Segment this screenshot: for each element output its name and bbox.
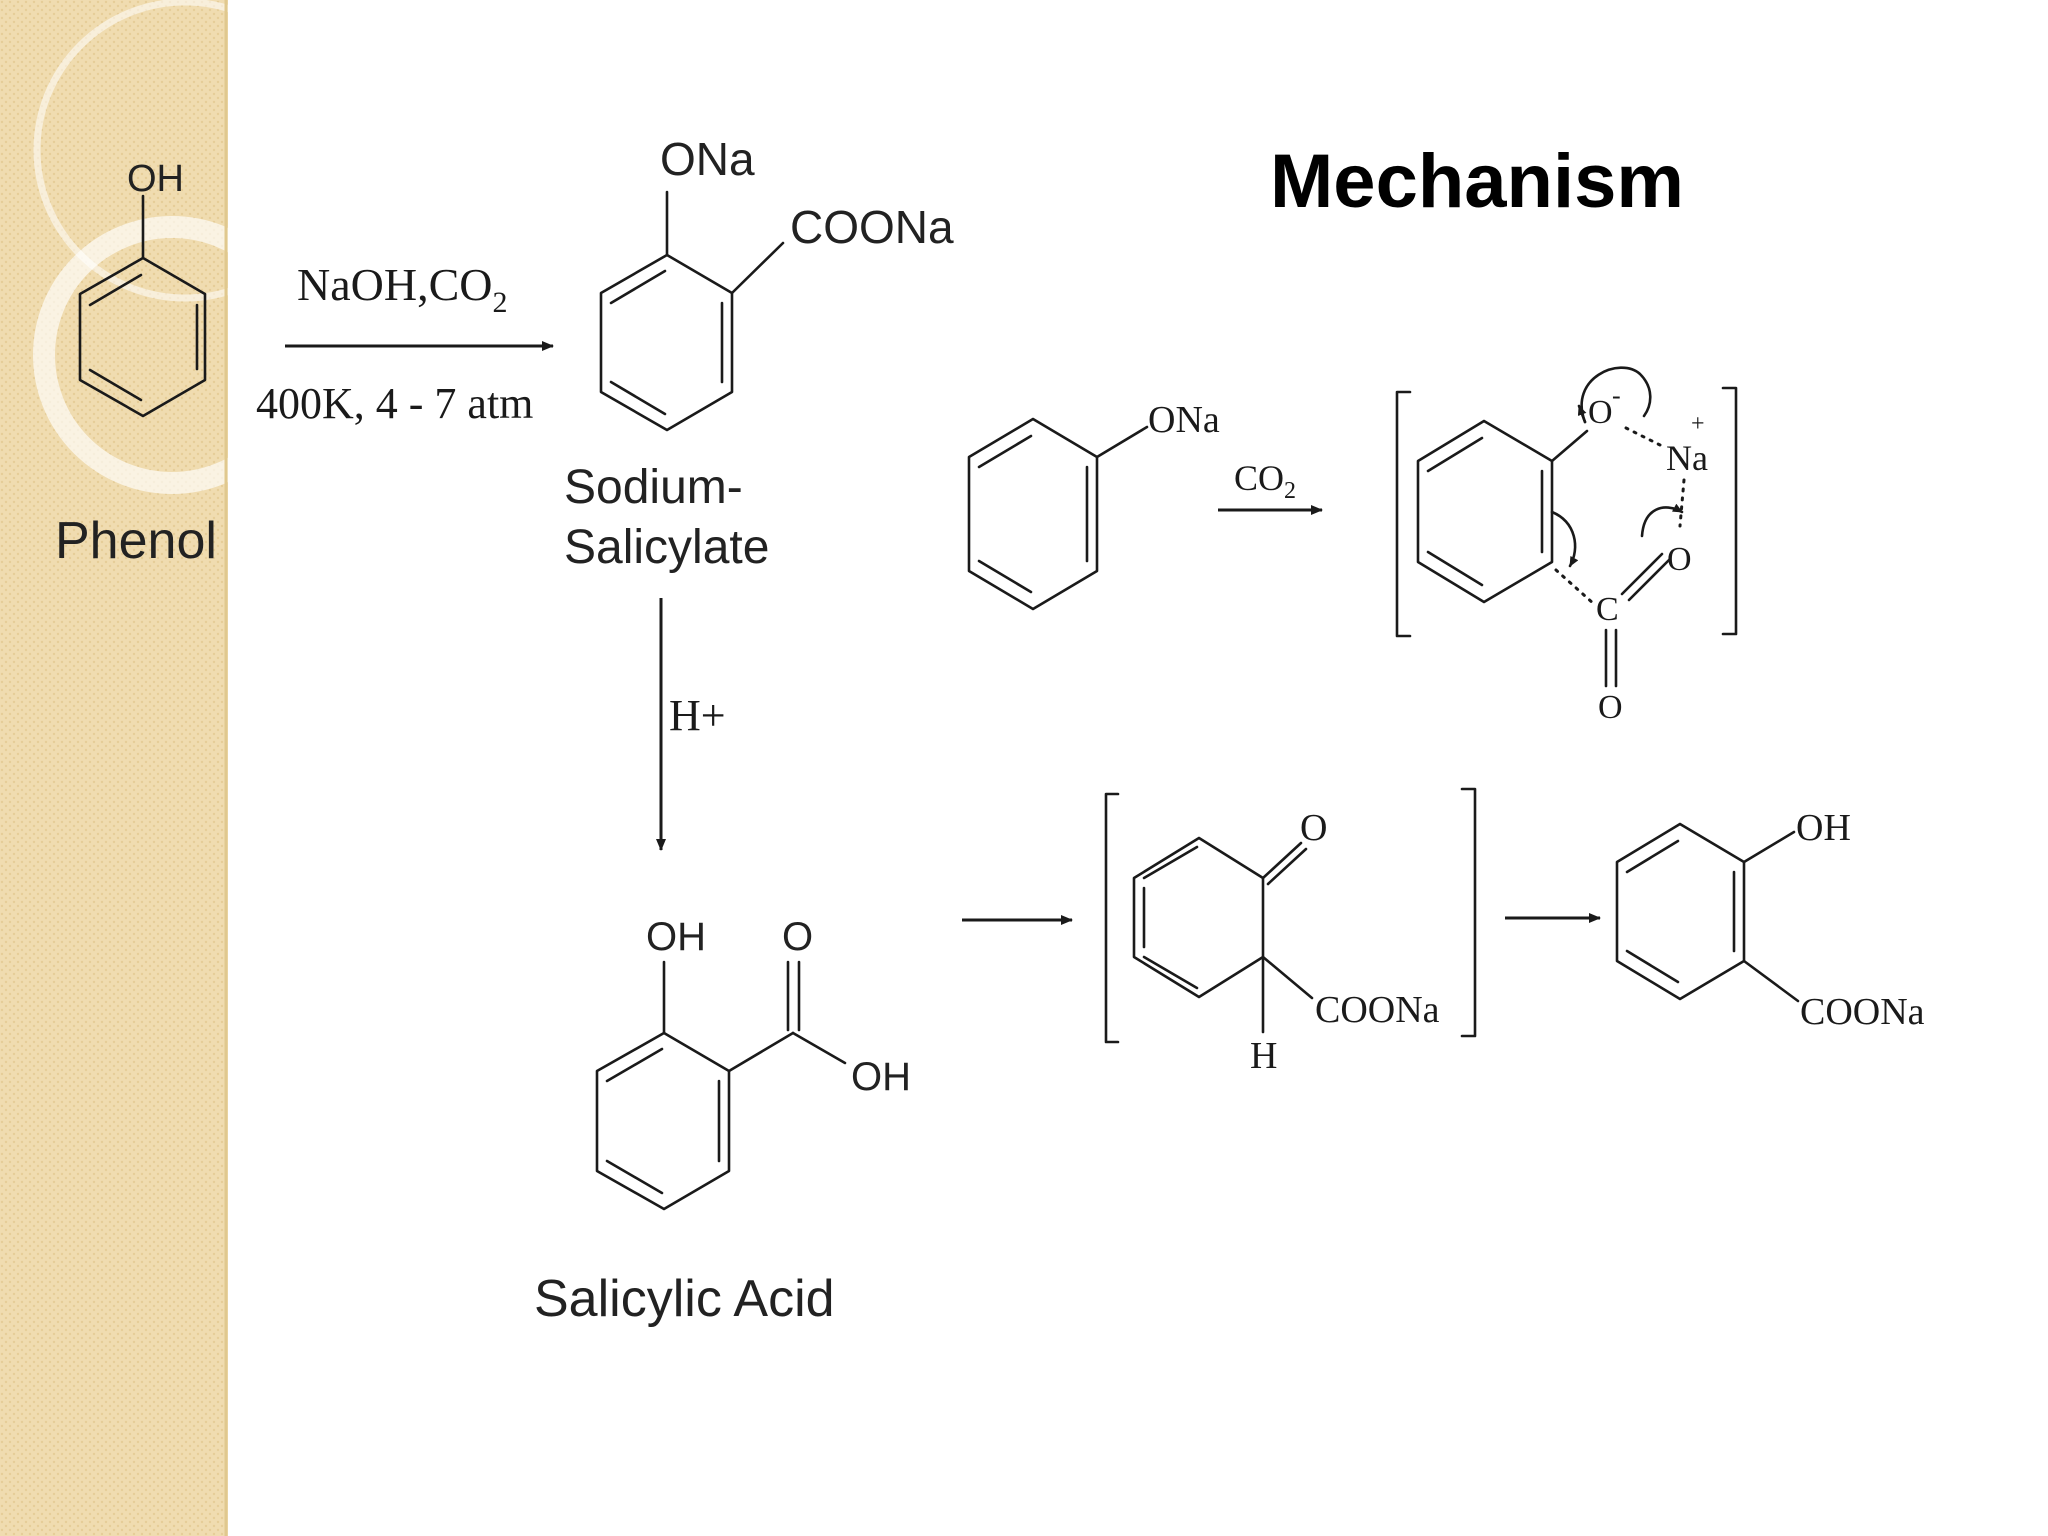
co2-arrow: CO2: [1218, 458, 1323, 515]
phenoxide-co2-complex: O - Na + O C O: [1395, 366, 1738, 726]
int2-h: H: [1250, 1035, 1277, 1077]
step1-arrow: NaOH,CO2 400K, 4 - 7 atm: [256, 259, 554, 428]
sodium-salicylate-structure: ONa COONa: [599, 133, 954, 432]
int1-o-minus: O: [1588, 394, 1613, 431]
int1-minus-charge: -: [1612, 381, 1621, 410]
salicylic-acid-oh2: OH: [851, 1055, 911, 1099]
phenol-oh-label: OH: [127, 158, 184, 200]
acid-reagent: H+: [669, 691, 726, 740]
sodium-salicylate-coona: COONa: [790, 201, 954, 253]
sodium-phenoxide-structure: ONa: [967, 399, 1220, 611]
int1-na: Na: [1666, 438, 1708, 478]
step1-conditions: 400K, 4 - 7 atm: [256, 379, 533, 428]
mechanism-product-structure: OH COONa: [1615, 807, 1925, 1033]
int1-o-right: O: [1667, 541, 1692, 578]
int2-coona: COONa: [1315, 989, 1440, 1031]
int1-o-bottom: O: [1598, 689, 1623, 726]
product-oh: OH: [1796, 807, 1851, 849]
phenoxide-ona-label: ONa: [1148, 399, 1220, 441]
sidebar-decoration: [0, 0, 337, 1536]
product-coona: COONa: [1800, 991, 1925, 1033]
step1-reagent: NaOH,CO2: [297, 259, 507, 319]
sodium-salicylate-name-line2: Salicylate: [564, 521, 769, 574]
salicylic-acid-carbonyl-o: O: [782, 915, 813, 959]
acidification-arrow: H+: [656, 598, 726, 851]
int2-o: O: [1300, 807, 1327, 849]
co2-label: CO2: [1234, 458, 1296, 504]
sodium-salicylate-ona: ONa: [660, 133, 755, 185]
sodium-salicylate-name-line1: Sodium-: [564, 461, 743, 514]
int1-plus-charge: +: [1691, 411, 1705, 437]
int1-c: C: [1596, 591, 1619, 628]
salicylic-acid-oh: OH: [646, 915, 706, 959]
salicylic-acid-name: Salicylic Acid: [534, 1270, 835, 1328]
slide-title: Mechanism: [1270, 139, 1684, 224]
phenol-structure: OH: [78, 158, 207, 418]
cyclohexadienone-intermediate: O COONa H: [1104, 787, 1477, 1077]
salicylic-acid-structure: OH O OH: [595, 915, 911, 1211]
phenol-name: Phenol: [55, 512, 217, 570]
